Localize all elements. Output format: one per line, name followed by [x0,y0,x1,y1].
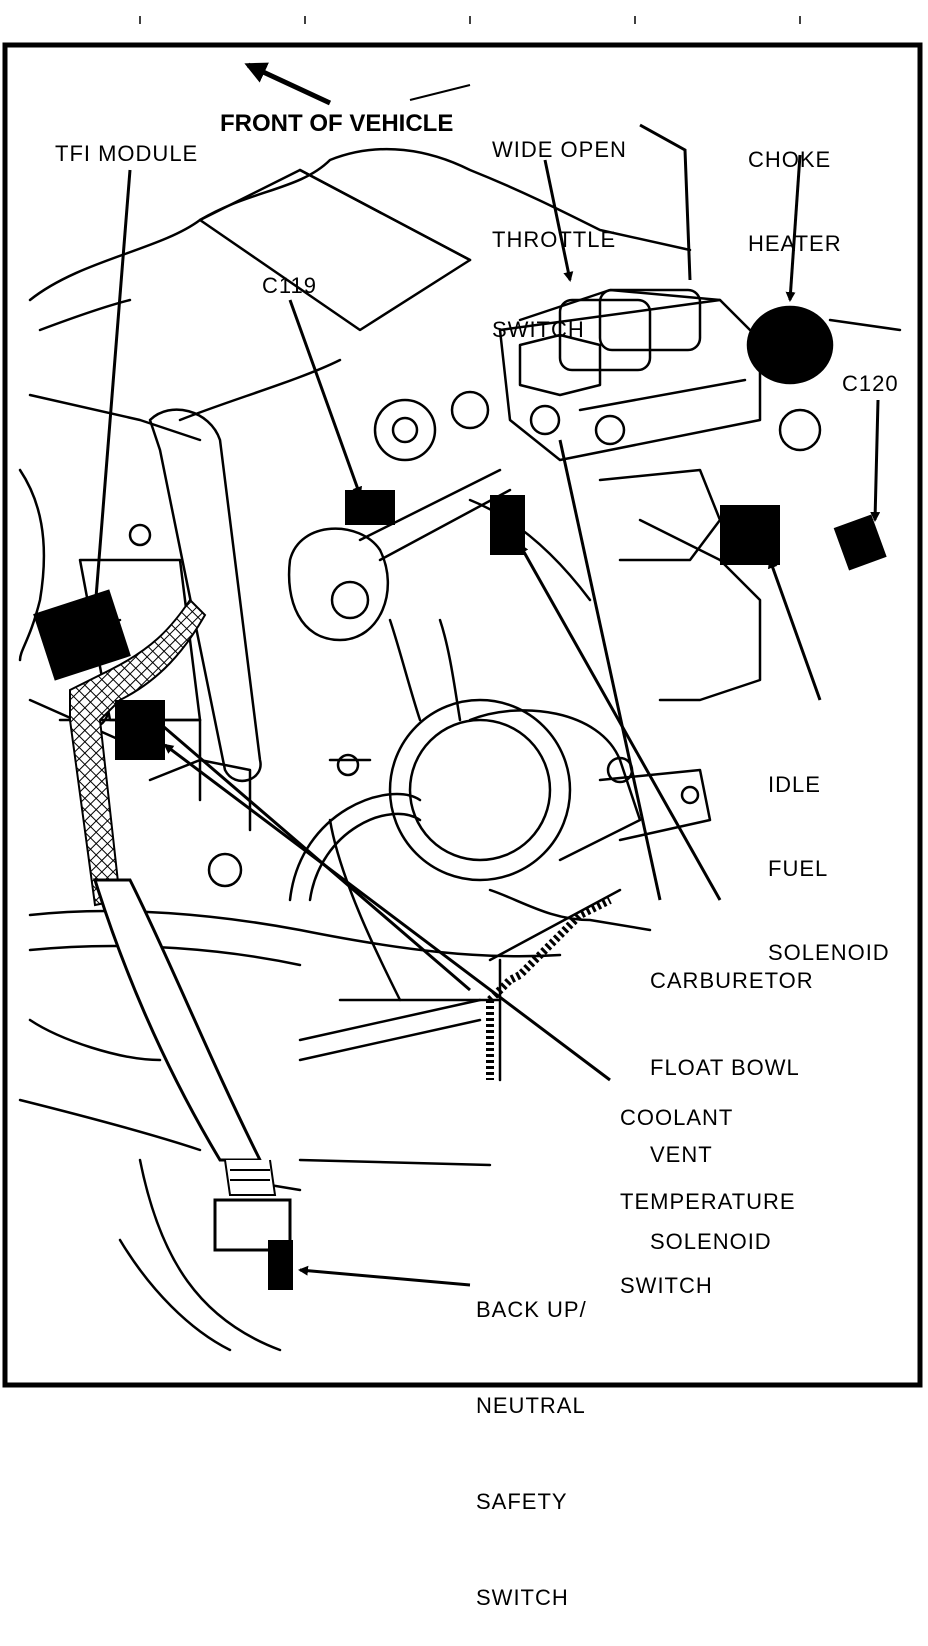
wot-line-3: SWITCH [492,317,585,342]
vent-line-2: FLOAT BOWL [650,1055,800,1080]
backup-line-4: SWITCH [476,1585,569,1610]
leader-lines [90,123,881,1287]
front-of-vehicle-label: FRONT OF VEHICLE [220,110,454,137]
backup-switch-leader [298,1265,471,1287]
idle-line-3: SOLENOID [768,940,890,965]
wot-line-1: WIDE OPEN [492,137,627,162]
front-of-vehicle-arrow [244,62,332,106]
tfi-module-body [33,589,131,681]
backup-line-3: SAFETY [476,1489,568,1514]
c120-connector-body [833,514,887,571]
vent-line-3: VENT [650,1142,713,1167]
coolant-line-3: SWITCH [620,1273,713,1298]
coolant-switch-leader [163,743,611,1082]
wot-switch-leader-2 [639,123,692,281]
choke-line-2: HEATER [748,231,842,256]
coolant-temperature-switch-label: COOLANT TEMPERATURE SWITCH [620,1048,796,1328]
coolant-switch-body [115,700,165,760]
wot-line-2: THROTTLE [492,227,617,252]
idle-line-2: FUEL [768,856,829,881]
wide-open-throttle-switch-label: WIDE OPEN THROTTLE SWITCH [492,75,627,375]
choke-heater-leader [785,154,802,302]
idle-solenoid-body [720,505,780,565]
top-ticks [139,16,801,24]
c120-label: C120 [842,371,899,396]
choke-heater-label: CHOKE HEATER [748,90,842,286]
coolant-line-2: TEMPERATURE [620,1189,796,1214]
back-up-neutral-safety-switch-label: BACK UP/ NEUTRAL SAFETY SWITCH [476,1230,587,1646]
diagram-border [2,42,923,1388]
coolant-switch-leader-2 [149,713,471,992]
tfi-module-label: TFI MODULE [55,141,199,166]
coolant-line-1: COOLANT [620,1105,734,1130]
c119-leader [288,299,363,497]
choke-line-1: CHOKE [748,147,832,172]
vent-solenoid-leader-2 [558,439,662,901]
idle-fuel-solenoid-label: IDLE FUEL SOLENOID [768,715,890,995]
backup-line-1: BACK UP/ [476,1297,587,1322]
idle-fuel-solenoid-leader [767,558,822,701]
vent-line-4: SOLENOID [650,1229,772,1254]
tfi-module-leader [90,169,132,612]
c119-connector-body [345,490,395,525]
wot-switch-leader [543,159,574,282]
backup-line-2: NEUTRAL [476,1393,586,1418]
wiring-loom [92,878,263,1162]
c120-leader [870,399,881,522]
idle-line-1: IDLE [768,772,821,797]
c119-label: C119 [262,273,317,298]
carburetor-float-bowl-vent-solenoid-label: CARBURETOR FLOAT BOWL VENT SOLENOID [650,908,814,1285]
engine-diagram [2,16,923,1388]
vent-line-1: CARBURETOR [650,968,814,993]
wiring-harness-braid [69,598,207,907]
